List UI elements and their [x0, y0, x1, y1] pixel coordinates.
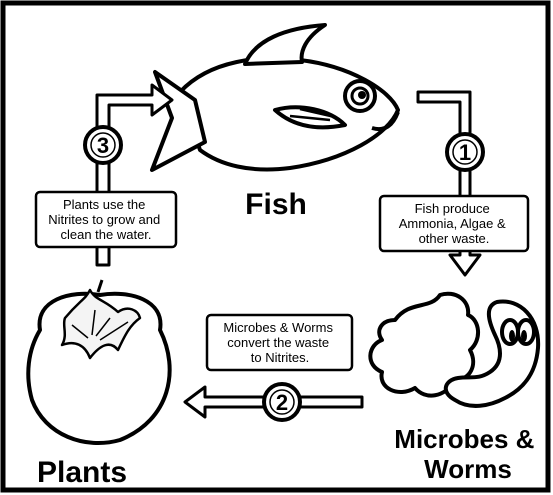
step-badge-3: 3: [85, 127, 121, 163]
tomato-illustration: [28, 280, 169, 443]
microbes-label-line-2: Worms: [424, 454, 512, 484]
svg-text:Plants use the Nitrites: Plants use the Nitrites to grow and clea…: [48, 197, 164, 242]
step-2-line-2: convert the waste: [227, 335, 329, 350]
plants-label: Plants: [37, 456, 127, 489]
microbes-label-line-1: Microbes &: [394, 424, 534, 454]
step-number-2: 2: [276, 390, 288, 415]
step-1-line-1: Fish produce: [415, 201, 490, 216]
step-1-line-2: Ammonia, Algae &: [399, 216, 506, 231]
step-1-textbox: Fish produce Ammonia, Algae & other wast…: [380, 196, 528, 251]
step-3-textbox: Plants use the Nitrites to grow and clea…: [36, 192, 176, 247]
step-number-1: 1: [459, 140, 471, 165]
step-2-textbox: Microbes & Worms convert the waste to Ni…: [207, 315, 352, 370]
step-2-line-1: Microbes & Worms: [223, 320, 333, 335]
step-1-line-3: other waste.: [419, 231, 490, 246]
step-number-3: 3: [97, 133, 109, 158]
step-3-line-3: clean the water.: [60, 227, 151, 242]
step-badge-2: 2: [264, 384, 300, 420]
fish-label: Fish: [245, 188, 307, 221]
step-2-line-3: to Nitrites.: [251, 350, 310, 365]
step-3-line-2: Nitrites to grow and: [48, 212, 160, 227]
step-3-line-1: Plants use the: [63, 197, 145, 212]
step-badge-1: 1: [447, 134, 483, 170]
